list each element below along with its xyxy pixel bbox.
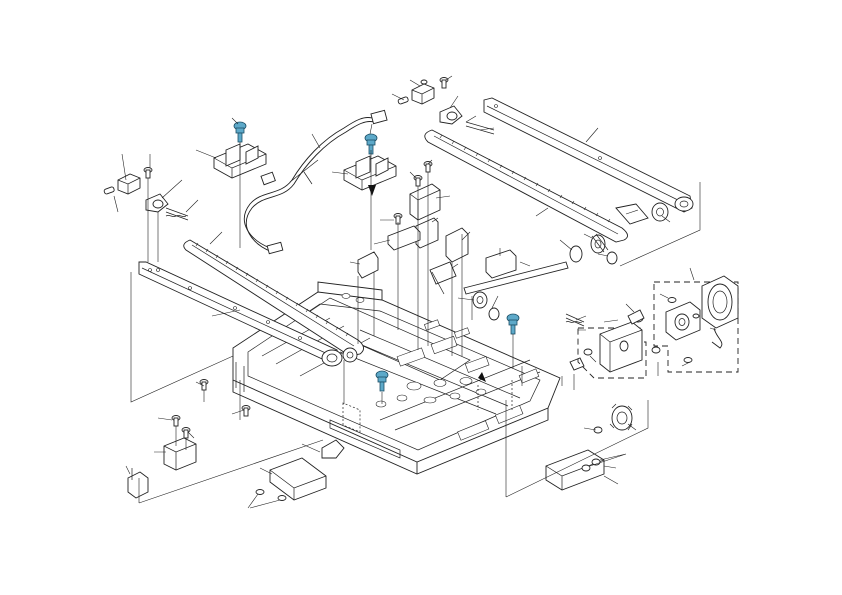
highlighted-screw-4 [375, 370, 389, 392]
right-guide-rail [483, 97, 694, 213]
assembly-reference-lines [130, 142, 701, 504]
highlighted-screw-3 [506, 313, 520, 335]
left-drive-pulley [472, 291, 500, 321]
top-pulley-assembly [397, 77, 495, 135]
wire-harness [244, 109, 388, 255]
highlighted-screw-1 [233, 121, 247, 143]
center-small-parts [357, 161, 618, 295]
left-pulley-assembly [103, 167, 189, 221]
direction-arrow-marker [368, 185, 376, 196]
base-frame [232, 281, 561, 475]
drive-bracket-subassembly [583, 309, 661, 373]
right-timing-belt [424, 129, 669, 243]
leader-lines [113, 75, 717, 509]
highlighted-screw-2 [364, 133, 378, 155]
right-lower-parts [545, 313, 633, 491]
motor-subassembly [665, 275, 739, 363]
direction-arrow-marker-2 [478, 372, 486, 382]
front-left-parts [127, 379, 345, 501]
left-guide-rail [138, 261, 343, 367]
motor-subassembly-outline [653, 281, 739, 373]
left-timing-belt [183, 239, 364, 363]
sensor-bracket-center [343, 155, 397, 191]
